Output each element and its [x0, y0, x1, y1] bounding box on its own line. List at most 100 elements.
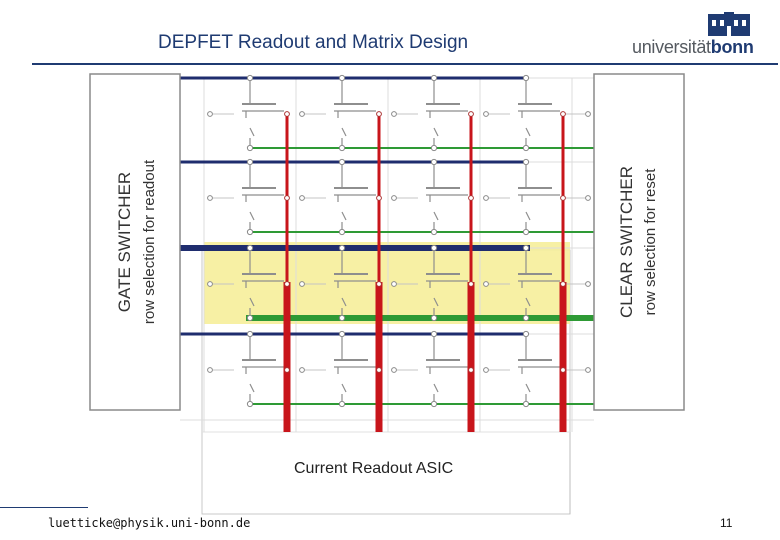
drain-node — [284, 195, 290, 201]
asic-label: Current Readout ASIC — [294, 460, 454, 477]
clear-node — [246, 144, 254, 152]
clear-switcher-title: CLEAR SWITCHER — [617, 166, 636, 318]
logo-text-part2: bonn — [710, 37, 754, 57]
page-number: 11 — [720, 516, 733, 530]
gate-node — [522, 158, 530, 166]
clear-node — [338, 314, 346, 322]
clear-switch — [433, 383, 439, 393]
clear-node — [246, 228, 254, 236]
clear-switch — [249, 211, 255, 221]
clear-lines — [246, 147, 594, 405]
source-node — [391, 281, 397, 287]
clear-switch — [433, 211, 439, 221]
clear-switch — [341, 297, 347, 307]
clear-switch — [525, 383, 531, 393]
clear-right-node — [585, 367, 591, 373]
gate-node — [338, 158, 346, 166]
clear-node — [522, 314, 530, 322]
source-node — [391, 367, 397, 373]
source-node — [207, 367, 213, 373]
drain-node — [376, 111, 382, 117]
drain-node — [560, 195, 566, 201]
gate-node — [246, 158, 254, 166]
gate-switcher-box — [89, 73, 181, 411]
clear-right-node — [585, 111, 591, 117]
readout-lines — [283, 114, 567, 432]
logo-text-part1: universität — [632, 37, 711, 57]
drain-node — [376, 281, 382, 287]
clear-node — [430, 228, 438, 236]
drain-node — [560, 367, 566, 373]
clear-switch — [433, 127, 439, 137]
university-building-icon — [708, 12, 750, 36]
clear-node — [522, 144, 530, 152]
clear-switch — [341, 211, 347, 221]
gate-switcher-title: GATE SWITCHER — [115, 172, 134, 312]
line-nodes — [207, 74, 591, 408]
source-node — [299, 367, 305, 373]
drain-node — [468, 367, 474, 373]
drain-node — [560, 111, 566, 117]
clear-switch — [433, 297, 439, 307]
clear-node — [522, 228, 530, 236]
source-node — [391, 195, 397, 201]
clear-node — [522, 400, 530, 408]
drain-node — [468, 281, 474, 287]
title-underline — [32, 63, 778, 65]
clear-node — [338, 228, 346, 236]
gate-node — [246, 74, 254, 82]
source-node — [207, 281, 213, 287]
clear-switcher-subtitle: row selection for reset — [642, 168, 659, 316]
drain-node — [376, 195, 382, 201]
gate-node — [338, 74, 346, 82]
clear-node — [338, 144, 346, 152]
clear-node — [246, 314, 254, 322]
footer-rule — [0, 507, 88, 508]
drain-node — [284, 111, 290, 117]
clear-switch — [525, 297, 531, 307]
university-logo: universitätbonn — [632, 12, 778, 64]
source-node — [391, 111, 397, 117]
clear-switch — [249, 383, 255, 393]
clear-node — [430, 314, 438, 322]
gate-node — [430, 244, 438, 252]
drain-node — [560, 281, 566, 287]
drain-node — [376, 367, 382, 373]
drain-node — [468, 195, 474, 201]
clear-right-node — [585, 195, 591, 201]
gate-switcher-subtitle: row selection for readout — [141, 159, 158, 324]
gate-node — [522, 74, 530, 82]
clear-switch — [249, 297, 255, 307]
gate-node — [338, 330, 346, 338]
drain-node — [284, 367, 290, 373]
source-node — [299, 195, 305, 201]
gate-node — [430, 330, 438, 338]
clear-node — [338, 400, 346, 408]
source-node — [483, 281, 489, 287]
clear-switch — [525, 127, 531, 137]
clear-switch — [249, 127, 255, 137]
selected-row-highlight — [204, 242, 570, 324]
drain-node — [468, 111, 474, 117]
clear-right-node — [585, 281, 591, 287]
source-node — [483, 195, 489, 201]
highlight-band — [204, 242, 570, 324]
pixel-cells — [213, 81, 585, 401]
gate-node — [430, 74, 438, 82]
gate-node — [338, 244, 346, 252]
clear-node — [430, 400, 438, 408]
drain-node — [284, 281, 290, 287]
source-node — [299, 281, 305, 287]
clear-switch — [341, 127, 347, 137]
gate-node — [430, 158, 438, 166]
clear-switch — [341, 383, 347, 393]
clear-node — [430, 144, 438, 152]
footer-email: luetticke@physik.uni-bonn.de — [48, 516, 251, 530]
clear-switch — [525, 211, 531, 221]
source-node — [483, 111, 489, 117]
source-node — [483, 367, 489, 373]
source-node — [207, 195, 213, 201]
slide-title: DEPFET Readout and Matrix Design — [158, 32, 469, 53]
clear-node — [246, 400, 254, 408]
logo-text: universitätbonn — [632, 37, 754, 58]
